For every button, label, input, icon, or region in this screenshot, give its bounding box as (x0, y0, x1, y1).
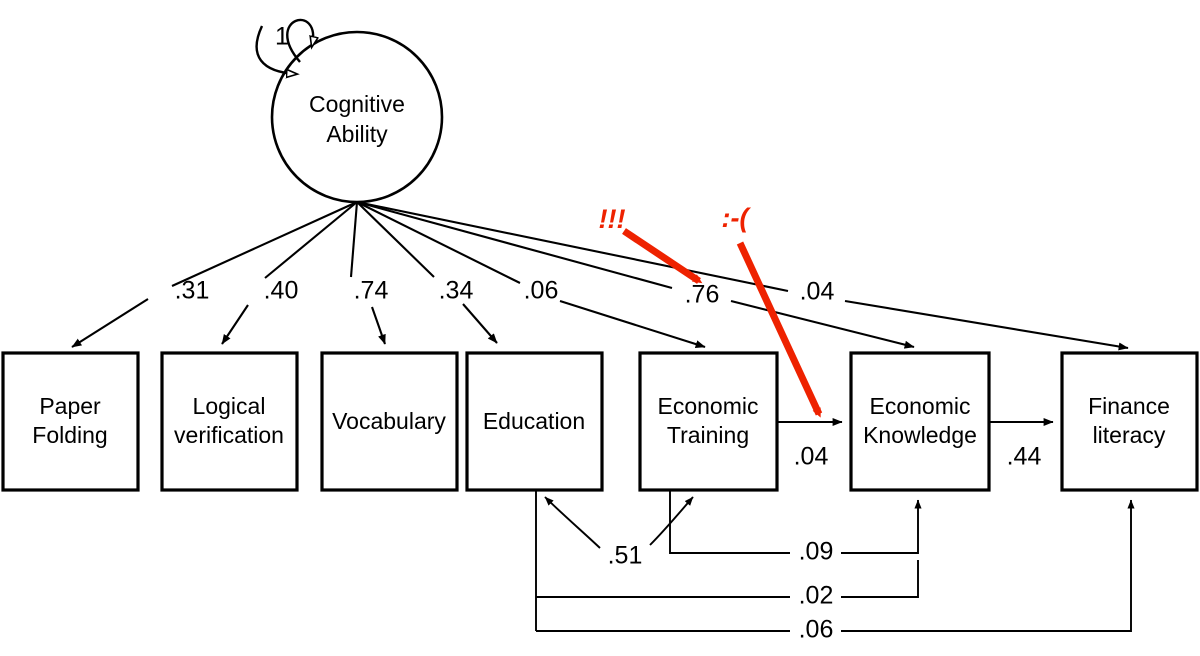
coefficient-paper-folding: .31 (175, 277, 210, 305)
coefficient-training-to-knowledge: .04 (794, 443, 829, 471)
vocabulary-label-line1: Vocabulary (332, 408, 446, 434)
bottom-path-09-left-segment (669, 490, 790, 554)
loading-path-education-upper (356, 201, 435, 278)
education-label-line1: Education (483, 408, 585, 434)
exclamation-annotation-arrow (622, 228, 703, 284)
finance-literacy-rect (1060, 351, 1199, 492)
sad-face-annotation-text: :-( (722, 203, 752, 233)
loading-path-logical-verification-upper (264, 201, 358, 279)
observed-variable-boxes: Paper Folding Logical verification Vocab… (1, 351, 1199, 492)
education-rect (465, 351, 604, 492)
bottom-path-06-right-segment (841, 499, 1135, 632)
coefficient-economic-knowledge: .76 (685, 281, 720, 309)
loading-coefficient-labels: .31 .40 .74 .34 .06 .76 .04 (175, 277, 835, 309)
loading-path-vocabulary-lower (371, 306, 386, 345)
loading-path-logical-verification-lower (221, 304, 249, 345)
covariance-education-economic-training: .51 (544, 496, 694, 570)
finance-literacy-label-line1: Finance (1088, 393, 1170, 419)
box-economic-training: Economic Training (638, 351, 779, 492)
economic-knowledge-label-line1: Economic (870, 393, 971, 419)
bottom-path-education-to-knowledge: .02 (536, 560, 919, 610)
bottom-path-09-right-segment (841, 499, 922, 554)
box-education: Education (465, 351, 604, 492)
logical-verification-label-line1: Logical (193, 393, 266, 419)
bottom-routed-paths: .09 .02 .06 (535, 490, 1135, 644)
bottom-path-training-to-knowledge: .09 (669, 490, 922, 566)
loading-path-economic-training-lower (559, 299, 706, 349)
coefficient-education: .34 (439, 277, 474, 305)
box-vocabulary: Vocabulary (320, 351, 459, 492)
coefficient-finance-literacy: .04 (800, 278, 835, 306)
paper-folding-rect (1, 351, 140, 492)
direct-regression-paths: .04 .44 (777, 418, 1054, 471)
loading-path-paper-folding-lower (71, 298, 149, 348)
bottom-path-education-to-literacy: .06 (536, 499, 1135, 644)
self-loop-arc-left (255, 25, 296, 74)
loading-path-paper-folding-upper (171, 201, 358, 287)
bottom-path-02-right-segment (841, 560, 919, 598)
coefficient-logical-verification: .40 (264, 277, 299, 305)
paper-folding-label-line1: Paper (39, 393, 101, 419)
economic-training-label-line1: Economic (658, 393, 759, 419)
paper-folding-label-line2: Folding (32, 422, 107, 448)
economic-training-rect (638, 351, 779, 492)
loading-path-economic-knowledge-lower (730, 299, 915, 349)
economic-knowledge-label-line2: Knowledge (863, 422, 977, 448)
sad-face-annotation-arrow (736, 241, 823, 418)
exclamation-annotation-text: !!! (599, 204, 626, 234)
covariance-arc-left (544, 496, 601, 549)
latent-variable-cognitive-ability: Cognitive Ability (270, 30, 444, 204)
loading-path-finance-literacy-lower (844, 299, 1129, 351)
loading-path-vocabulary-upper (349, 201, 359, 278)
cognitive-ability-label-line2: Ability (326, 121, 388, 147)
logical-verification-label-line2: verification (174, 422, 284, 448)
vocabulary-rect (320, 351, 459, 492)
coefficient-bottom-09: .09 (799, 538, 834, 566)
self-loop-arc-right (286, 18, 313, 63)
economic-knowledge-rect (849, 351, 991, 492)
cognitive-ability-label-line1: Cognitive (309, 91, 405, 117)
loading-path-finance-literacy-upper (356, 200, 789, 293)
red-annotations: !!! :-( (599, 203, 823, 418)
box-finance-literacy: Finance literacy (1060, 351, 1199, 492)
box-paper-folding: Paper Folding (1, 351, 140, 492)
factor-loading-paths (71, 200, 1129, 351)
coefficient-knowledge-to-literacy: .44 (1007, 443, 1042, 471)
coefficient-covariance-51: .51 (608, 542, 643, 570)
variance-self-loop: 1 (255, 18, 314, 74)
coefficient-bottom-06: .06 (799, 616, 834, 644)
logical-verification-rect (160, 351, 299, 492)
finance-literacy-label-line2: literacy (1093, 422, 1166, 448)
box-economic-knowledge: Economic Knowledge (849, 351, 991, 492)
loading-path-economic-training-upper (356, 201, 521, 284)
box-logical-verification: Logical verification (160, 351, 299, 492)
coefficient-vocabulary: .74 (354, 277, 389, 305)
loading-path-economic-knowledge-upper (356, 200, 673, 290)
covariance-arc-right (649, 496, 694, 546)
variance-label: 1 (275, 23, 289, 51)
coefficient-economic-training: .06 (524, 277, 559, 305)
economic-training-label-line2: Training (667, 422, 749, 448)
loading-path-education-lower (462, 303, 498, 344)
coefficient-bottom-02: .02 (799, 582, 834, 610)
